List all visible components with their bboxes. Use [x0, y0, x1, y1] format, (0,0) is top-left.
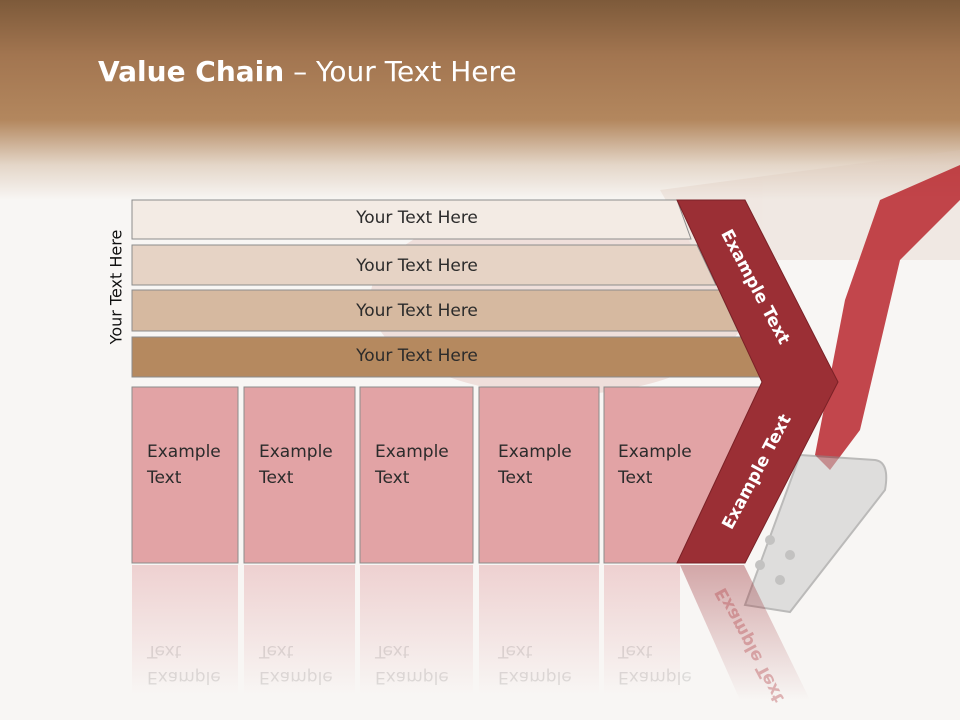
box-label-5-line2: Text — [618, 468, 653, 488]
title-bold: Value Chain — [98, 55, 285, 88]
row-label-1: Your Text Here — [356, 208, 478, 228]
title-rest: – Your Text Here — [284, 55, 517, 88]
row-label-4: Your Text Here — [356, 346, 478, 366]
box-reflection-1 — [132, 565, 238, 695]
box-shape-4 — [478, 386, 600, 564]
box-label-1: Example Text — [147, 439, 221, 491]
slide-title: Value Chain – Your Text Here — [98, 55, 517, 88]
chevron-shape — [676, 199, 839, 564]
box-label-4-line2: Text — [498, 468, 533, 488]
box-label-2-line2: Text — [259, 468, 294, 488]
header-band — [0, 0, 960, 200]
box-shape-2 — [243, 386, 356, 564]
row-label-3: Your Text Here — [356, 301, 478, 321]
box-label-3: Example Text — [375, 439, 449, 491]
red-sleeve-shape — [815, 165, 960, 470]
chevron-reflection — [680, 565, 810, 700]
box-shape-3 — [359, 386, 474, 564]
box-label-5: Example Text — [618, 439, 692, 491]
box-label-4: Example Text — [498, 439, 572, 491]
row-shape-2 — [131, 244, 717, 286]
row-label-2: Your Text Here — [356, 256, 478, 276]
box-label-3-line2: Text — [375, 468, 410, 488]
row-shape-1 — [131, 199, 692, 240]
box-label-1-line1: Example — [147, 442, 221, 462]
box-reflection-2 — [244, 565, 355, 695]
box-label-3-line1: Example — [375, 442, 449, 462]
box-label-5-line1: Example — [618, 442, 692, 462]
box-label-1-line2: Text — [147, 468, 182, 488]
phone-shape — [743, 453, 888, 614]
box-label-2: Example Text — [259, 439, 333, 491]
box-label-2-line1: Example — [259, 442, 333, 462]
box-reflection-4 — [479, 565, 599, 695]
box-label-4-line1: Example — [498, 442, 572, 462]
box-shape-1 — [131, 386, 239, 564]
box-reflection-3 — [360, 565, 473, 695]
box-reflection-5 — [604, 565, 680, 695]
